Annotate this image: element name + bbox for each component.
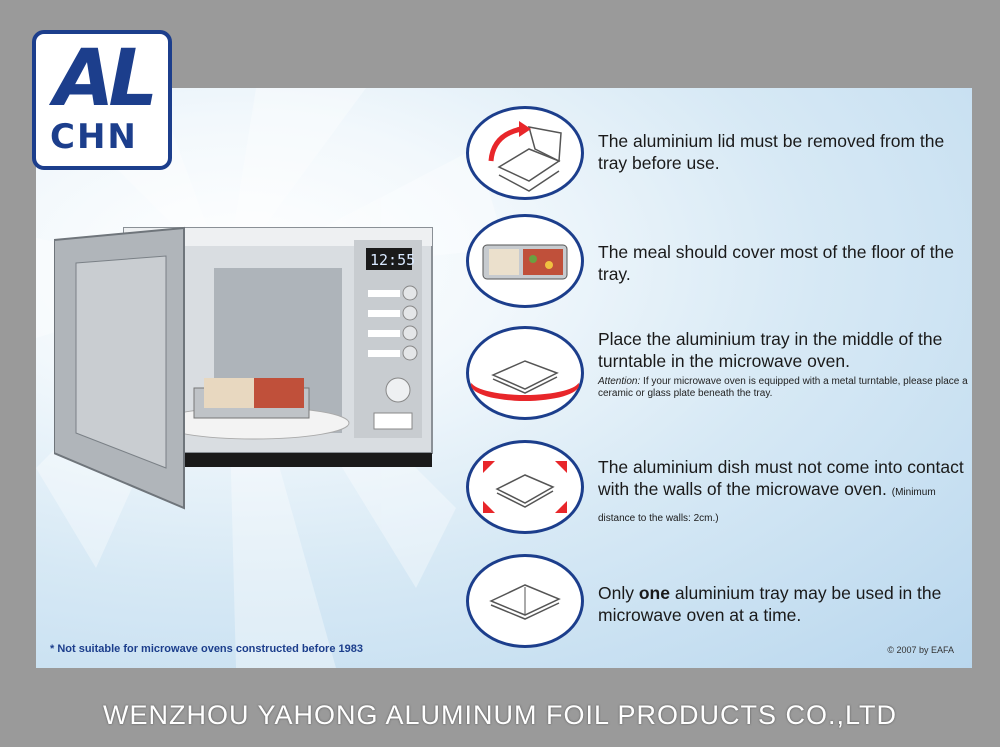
- step-5-bold: one: [638, 583, 670, 603]
- step-3-text: Place the aluminium tray in the middle o…: [598, 328, 970, 400]
- step-3-main: Place the aluminium tray in the middle o…: [598, 329, 943, 371]
- instruction-poster: 12:55 The aluminium: [36, 88, 972, 668]
- clock-display: 12:55: [370, 251, 415, 269]
- attention-text: If your microwave oven is equipped with …: [598, 376, 968, 399]
- footnote: * Not suitable for microwave ovens const…: [50, 643, 363, 655]
- step-1-icon: [466, 106, 584, 200]
- step-4-text: The aluminium dish must not come into co…: [598, 456, 970, 530]
- step-4-icon: [466, 440, 584, 534]
- step-2-text: The meal should cover most of the floor …: [598, 242, 955, 284]
- step-5-post: aluminium tray may be used in the microw…: [598, 583, 942, 625]
- logo-sub: CHN: [50, 117, 138, 157]
- company-logo: AL CHN: [32, 30, 172, 170]
- step-5-icon: [466, 554, 584, 648]
- step-2-icon: [466, 214, 584, 308]
- step-1-text: The aluminium lid must be removed from t…: [598, 131, 945, 173]
- company-name: WENZHOU YAHONG ALUMINUM FOIL PRODUCTS CO…: [102, 700, 898, 730]
- step-3-note: Attention: If your microwave oven is equ…: [598, 376, 970, 400]
- step-3-icon: [466, 326, 584, 420]
- copyright: © 2007 by EAFA: [887, 645, 954, 655]
- attention-label: Attention:: [598, 376, 641, 387]
- step-4-main: The aluminium dish must not come into co…: [598, 457, 964, 499]
- logo-mark: AL: [54, 34, 158, 124]
- microwave-illustration: 12:55: [53, 218, 444, 523]
- step-5-pre: Only: [598, 583, 634, 603]
- step-5-text: Only one aluminium tray may be used in t…: [598, 582, 970, 626]
- step-4-note: (Minimum distance to the walls: 2cm.): [598, 487, 936, 524]
